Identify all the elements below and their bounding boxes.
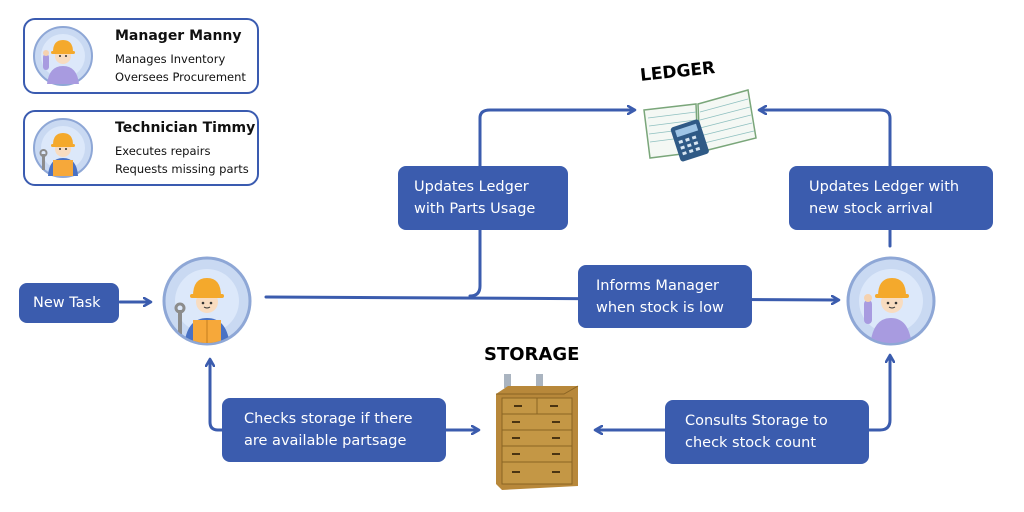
legend-manager-line-1: Manages Inventory — [115, 52, 226, 66]
arrow-checks-technician — [210, 360, 226, 432]
informs-manager-line-1: Informs Manager — [596, 277, 719, 294]
storage-title: STORAGE — [484, 344, 580, 365]
new-task-label: New Task — [33, 295, 101, 311]
updates-ledger-stock-line-1: Updates Ledger with — [809, 179, 960, 195]
informs-manager-box[interactable]: Informs Manager when stock is low — [578, 265, 752, 328]
checks-storage-box[interactable]: Checks storage if there are available pa… — [222, 398, 446, 462]
manager-node-avatar[interactable] — [846, 256, 936, 346]
checks-storage-line-2: are available partsage — [244, 433, 407, 449]
technician-avatar-icon — [33, 118, 93, 178]
updates-ledger-stock-line-2: new stock arrival — [809, 201, 933, 217]
consults-storage-box[interactable]: Consults Storage to check stock count — [665, 400, 869, 464]
checks-storage-line-1: Checks storage if there — [244, 411, 413, 427]
legend-manager-name: Manager Manny — [115, 28, 242, 44]
storage-cabinet-icon — [496, 374, 579, 490]
legend-technician-line-2: Requests missing parts — [115, 162, 249, 176]
updates-ledger-parts-line-2: with Parts Usage — [414, 201, 536, 217]
ledger-book-icon — [643, 89, 757, 162]
legend-technician-name: Technician Timmy — [115, 120, 256, 136]
technician-node-avatar[interactable] — [162, 256, 252, 346]
updates-ledger-stock-box[interactable]: Updates Ledger with new stock arrival — [789, 166, 993, 230]
legend-manager-line-2: Oversees Procurement — [115, 70, 246, 84]
updates-ledger-parts-box[interactable]: Updates Ledger with Parts Usage — [398, 166, 568, 230]
manager-avatar-icon — [33, 26, 93, 86]
arrow-technician-manager — [264, 297, 838, 300]
consults-storage-line-1: Consults Storage to — [685, 413, 828, 429]
legend-card-technician: Technician Timmy Executes repairs Reques… — [23, 110, 259, 186]
arrow-technician-ledger — [468, 110, 634, 298]
new-task-box[interactable]: New Task — [19, 283, 119, 323]
arrow-manager-ledger — [760, 110, 892, 248]
informs-manager-line-2: when stock is low — [596, 299, 724, 316]
arrow-consults-manager — [866, 356, 890, 432]
legend-technician-line-1: Executes repairs — [115, 144, 211, 158]
consults-storage-line-2: check stock count — [685, 435, 817, 451]
legend-card-manager: Manager Manny Manages Inventory Oversees… — [23, 18, 259, 94]
updates-ledger-parts-line-1: Updates Ledger — [414, 179, 529, 195]
